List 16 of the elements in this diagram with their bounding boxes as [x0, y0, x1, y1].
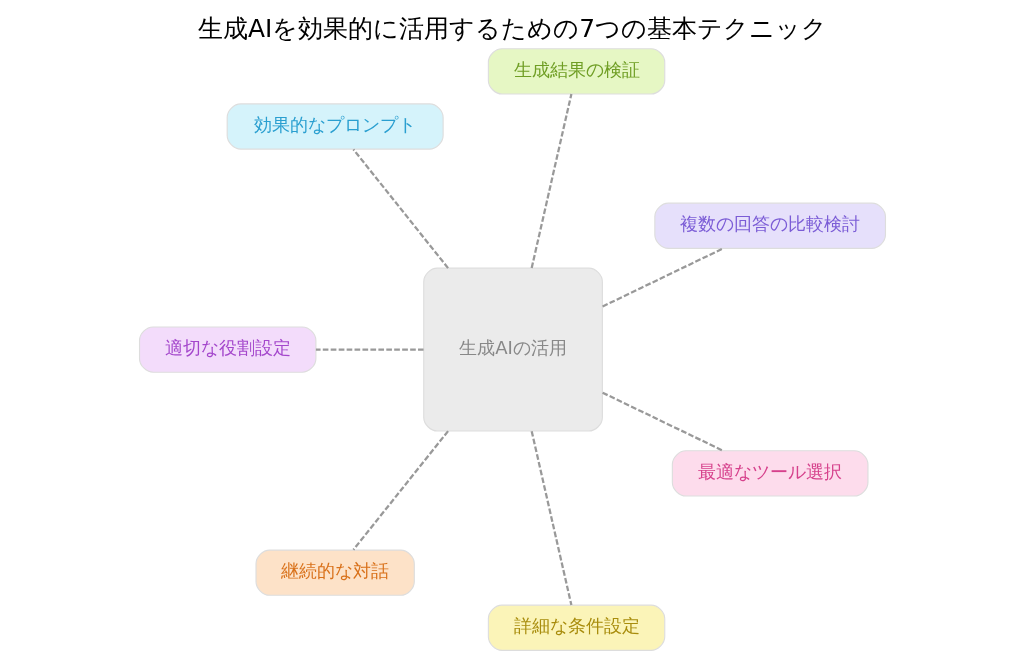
diagram-title: 生成AIを効果的に活用するための7つの基本テクニック	[197, 14, 827, 44]
connector	[601, 391, 724, 452]
node-box: 最適なツール選択	[671, 450, 868, 497]
connector	[352, 430, 449, 551]
node-box: 複数の回答の比較検討	[653, 202, 886, 249]
connector	[601, 247, 724, 308]
node-box: 適切な役割設定	[138, 326, 316, 373]
connector	[352, 148, 449, 269]
node-box: 効果的なプロンプト	[226, 103, 444, 150]
node-box: 生成AIの活用	[422, 267, 603, 432]
connector	[530, 93, 572, 269]
node-box: 継続的な対話	[254, 549, 415, 596]
node-box: 生成結果の検証	[487, 48, 665, 95]
connector	[530, 430, 572, 606]
node-box: 詳細な条件設定	[487, 604, 665, 651]
connector	[315, 348, 424, 351]
